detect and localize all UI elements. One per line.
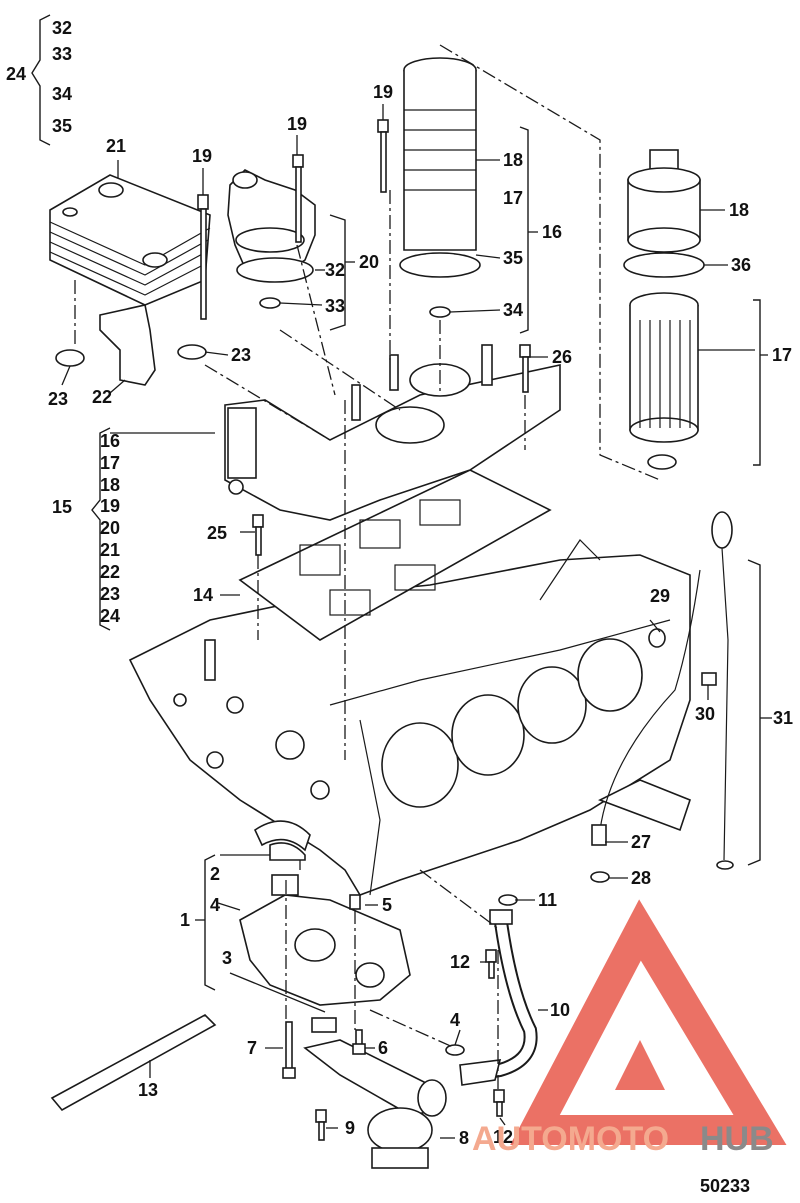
- callout-35: 35: [52, 116, 72, 136]
- callout-12-upper: 12: [450, 952, 470, 972]
- gasket-22: [99, 304, 156, 386]
- callout-4-bottom: 4: [450, 1010, 460, 1030]
- group15-18: 18: [100, 475, 120, 495]
- callout-32-housing: 32: [325, 260, 345, 280]
- callout-20: 20: [359, 252, 379, 272]
- callout-4-top: 4: [210, 895, 220, 915]
- bolt-9: [315, 1109, 327, 1141]
- callout-2: 2: [210, 864, 220, 884]
- oil-pipe-10: [445, 894, 538, 1086]
- callout-22: 22: [92, 387, 112, 407]
- bolt-25: [252, 514, 264, 556]
- dipstick-31: [711, 511, 734, 870]
- callout-33: 33: [52, 44, 72, 64]
- bolt-12-lower: [493, 1089, 505, 1117]
- callout-26: 26: [552, 347, 572, 367]
- callout-12-lower: 12: [493, 1127, 513, 1147]
- callout-7: 7: [247, 1038, 257, 1058]
- bolt-7: [282, 1021, 296, 1079]
- watermark-auto-text: AUTOMOTO: [472, 1120, 669, 1158]
- callout-18-right: 18: [729, 200, 749, 220]
- callout-6: 6: [378, 1038, 388, 1058]
- oil-pump-1: [239, 874, 411, 1006]
- leader-lines: [31, 14, 772, 1139]
- callout-1: 1: [180, 910, 190, 930]
- callout-33-housing: 33: [325, 296, 345, 316]
- group15-21: 21: [100, 540, 120, 560]
- group15-19: 19: [100, 496, 120, 516]
- filter-cap-18-right: [623, 149, 705, 278]
- watermark-logo-icon: [510, 899, 787, 1145]
- callout-19-left: 19: [192, 146, 212, 166]
- gasket-14: [238, 469, 552, 641]
- callout-9: 9: [345, 1118, 355, 1138]
- o-ring-23-left: [55, 349, 85, 367]
- group15-20: 20: [100, 518, 120, 538]
- callout-19-mid: 19: [287, 114, 307, 134]
- callout-34-center: 34: [503, 300, 523, 320]
- bolt-19-mid: [292, 154, 304, 243]
- callout-16: 16: [542, 222, 562, 242]
- oil-cooler-21: [49, 174, 211, 306]
- housing-20: [227, 169, 316, 309]
- bolt-19-right: [377, 119, 389, 193]
- callout-32: 32: [52, 18, 72, 38]
- callout-19-right: 19: [373, 82, 393, 102]
- group15-23: 23: [100, 584, 120, 604]
- group15-16: 16: [100, 431, 120, 451]
- callout-14: 14: [193, 585, 213, 605]
- callout-3: 3: [222, 948, 232, 968]
- bolt-12-upper: [485, 949, 497, 979]
- group15-24: 24: [100, 606, 120, 626]
- gasket-3: [311, 1017, 337, 1033]
- oil-pickup-8: [303, 1039, 447, 1169]
- callout-24: 24: [6, 64, 26, 84]
- callout-36: 36: [731, 255, 751, 275]
- callout-5: 5: [382, 895, 392, 915]
- callout-15: 15: [52, 497, 72, 517]
- callout-25: 25: [207, 523, 227, 543]
- callout-27: 27: [631, 832, 651, 852]
- callout-30: 30: [695, 704, 715, 724]
- callout-13: 13: [138, 1080, 158, 1100]
- rod-13: [50, 1014, 217, 1112]
- callout-11: 11: [538, 890, 557, 910]
- watermark-hub-text: HUB: [700, 1120, 774, 1158]
- filter-element-17: [629, 292, 699, 470]
- bolt-26: [519, 344, 531, 393]
- callout-35-center: 35: [503, 248, 523, 268]
- callout-17-center: 17: [503, 188, 523, 208]
- callout-18-center: 18: [503, 150, 523, 170]
- alignment-lines: [74, 44, 661, 1090]
- callout-23-left: 23: [48, 389, 68, 409]
- dipstick-tube-27: [590, 569, 717, 883]
- bearing-shell: [253, 820, 311, 852]
- callout-8: 8: [459, 1128, 469, 1148]
- callout-21: 21: [106, 136, 126, 156]
- callout-29: 29: [650, 586, 670, 606]
- group15-22: 22: [100, 562, 120, 582]
- callout-34: 34: [52, 84, 72, 104]
- callout-28: 28: [631, 868, 651, 888]
- filter-cap-18-center: [399, 57, 481, 318]
- bolt-6: [352, 1029, 366, 1055]
- engine-block: [128, 539, 691, 896]
- group15-17: 17: [100, 453, 120, 473]
- callout-17-right: 17: [772, 345, 792, 365]
- callout-labels: 32 33 24 34 35 21 19 19 19 18 17 16 35 3…: [6, 18, 793, 1148]
- drawing-number: 50233: [700, 1176, 750, 1196]
- callout-10: 10: [550, 1000, 570, 1020]
- bearing-shell-2: [269, 842, 306, 861]
- callout-23-right: 23: [231, 345, 251, 365]
- o-ring-23-right: [177, 344, 207, 360]
- callout-31: 31: [773, 708, 793, 728]
